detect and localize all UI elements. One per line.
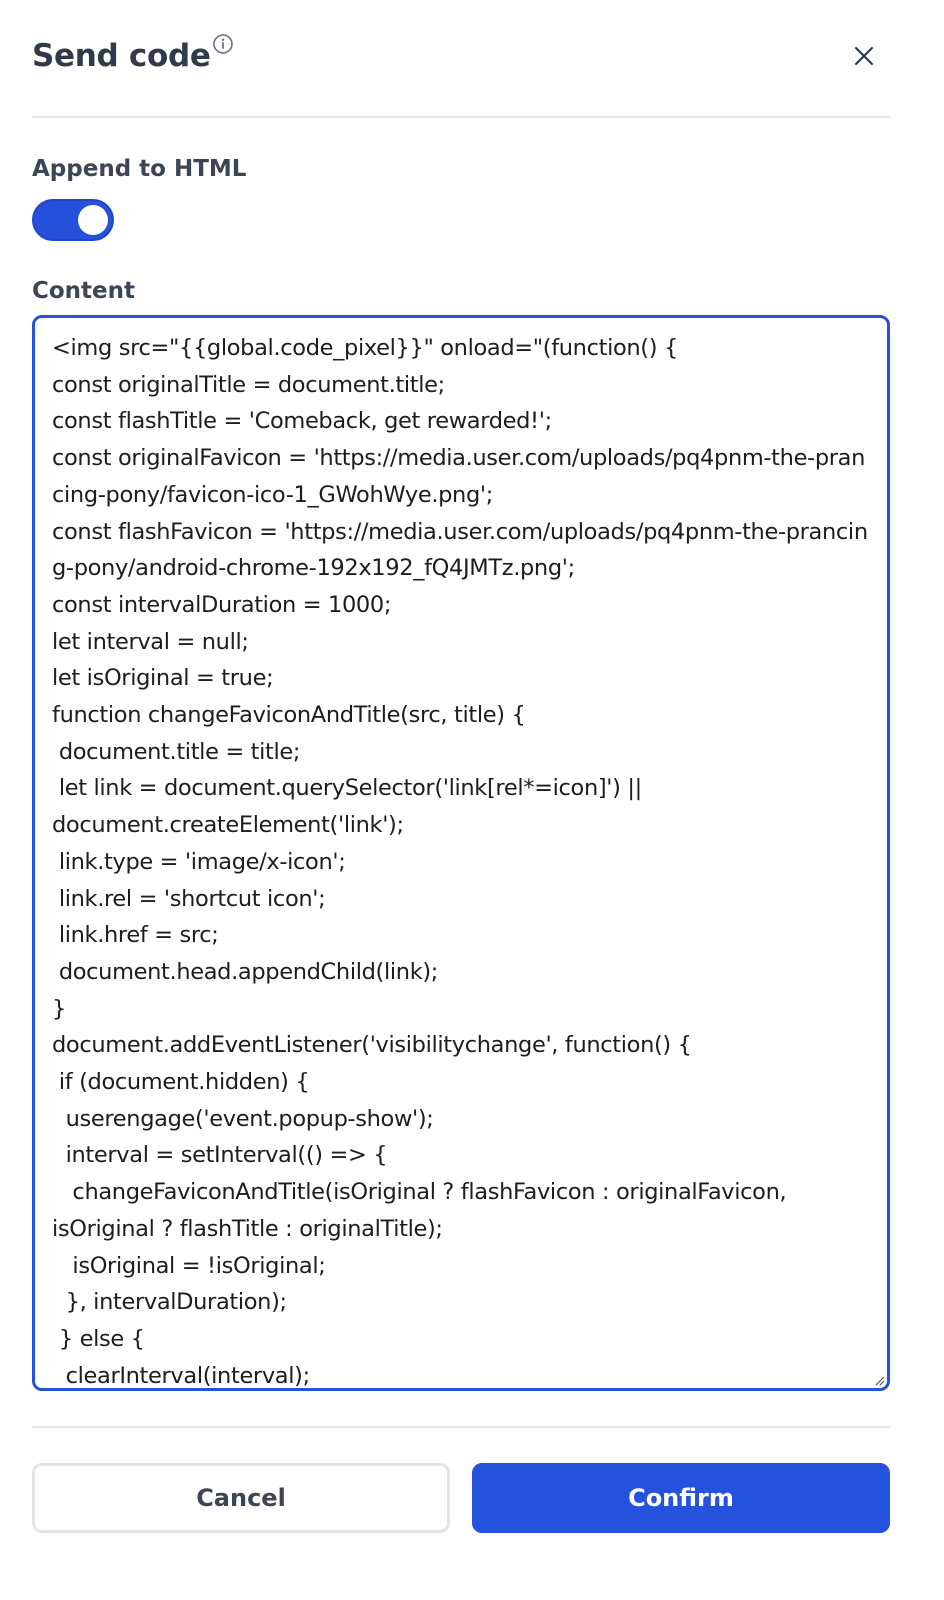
- header-divider: [32, 116, 890, 118]
- toggle-knob: [78, 205, 108, 235]
- confirm-button[interactable]: Confirm: [472, 1463, 890, 1533]
- info-icon[interactable]: [212, 33, 234, 55]
- dialog-header: Send code: [32, 30, 890, 90]
- append-toggle[interactable]: [32, 199, 114, 241]
- cancel-button[interactable]: Cancel: [32, 1463, 450, 1533]
- dialog-title: Send code: [32, 38, 211, 74]
- code-text: <img src="{{global.code_pixel}}" onload=…: [52, 335, 868, 1389]
- content-textarea[interactable]: <img src="{{global.code_pixel}}" onload=…: [32, 315, 890, 1391]
- resize-handle-icon[interactable]: [873, 1374, 885, 1386]
- footer-divider: [32, 1426, 890, 1428]
- content-label: Content: [32, 278, 136, 304]
- append-label: Append to HTML: [32, 156, 247, 182]
- close-icon[interactable]: [852, 44, 876, 68]
